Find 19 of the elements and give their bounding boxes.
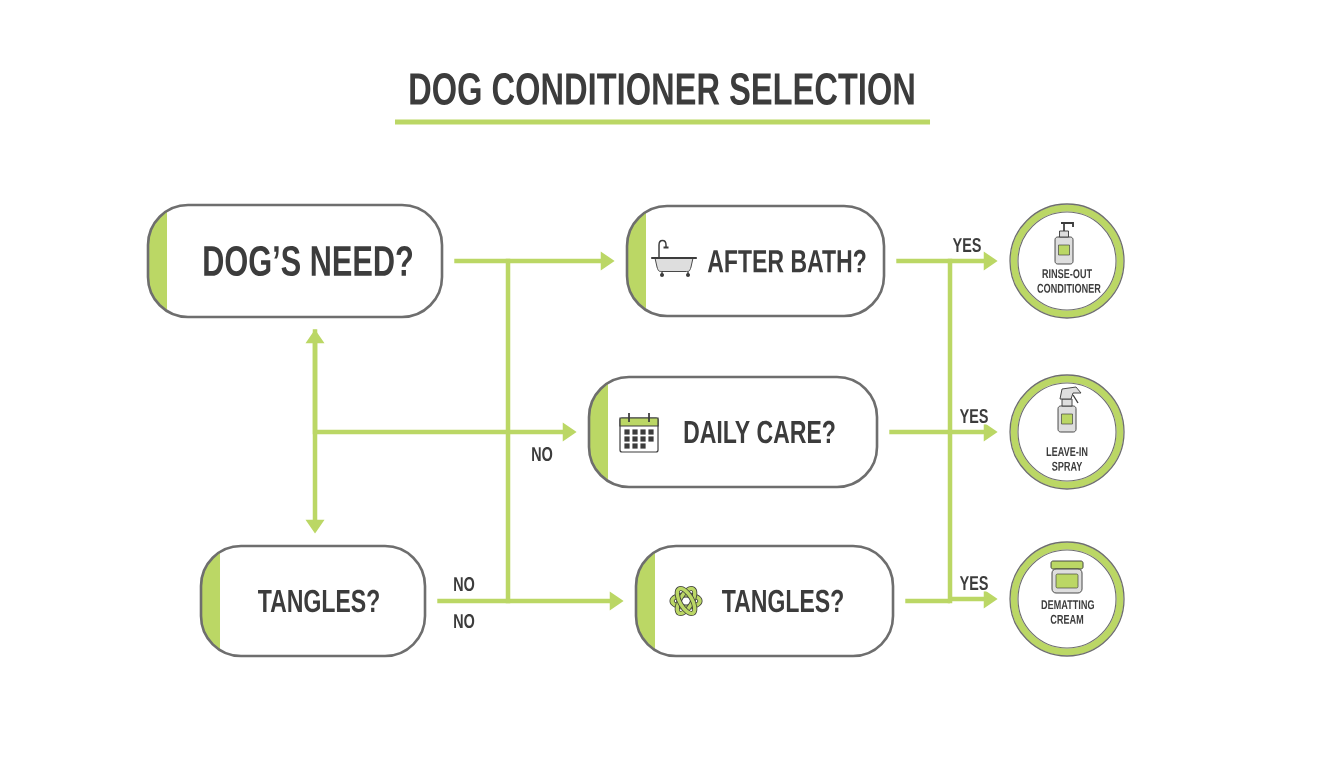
connector-line [437, 598, 508, 604]
edge-label: NO [451, 575, 477, 593]
decision-box: DAILY CARE? [587, 375, 879, 489]
edge-label: NO [451, 612, 477, 630]
edge-label: YES [951, 236, 983, 254]
connector-line [896, 258, 950, 264]
connector-line [905, 598, 950, 604]
connector-line [889, 429, 950, 435]
edge-label: NO [529, 445, 555, 463]
decision-box: DOG’S NEED? [146, 203, 444, 319]
decision-box: TANGLES? [199, 544, 427, 658]
edge-label: YES [958, 407, 990, 425]
connector-line [505, 258, 511, 604]
connector-line [454, 258, 508, 264]
decision-box: TANGLES? [634, 544, 895, 658]
title: DOG CONDITIONER SELECTION [410, 72, 914, 106]
connector-line [947, 258, 953, 604]
decision-box: AFTER BATH? [625, 204, 886, 318]
edge-label: YES [958, 574, 990, 592]
